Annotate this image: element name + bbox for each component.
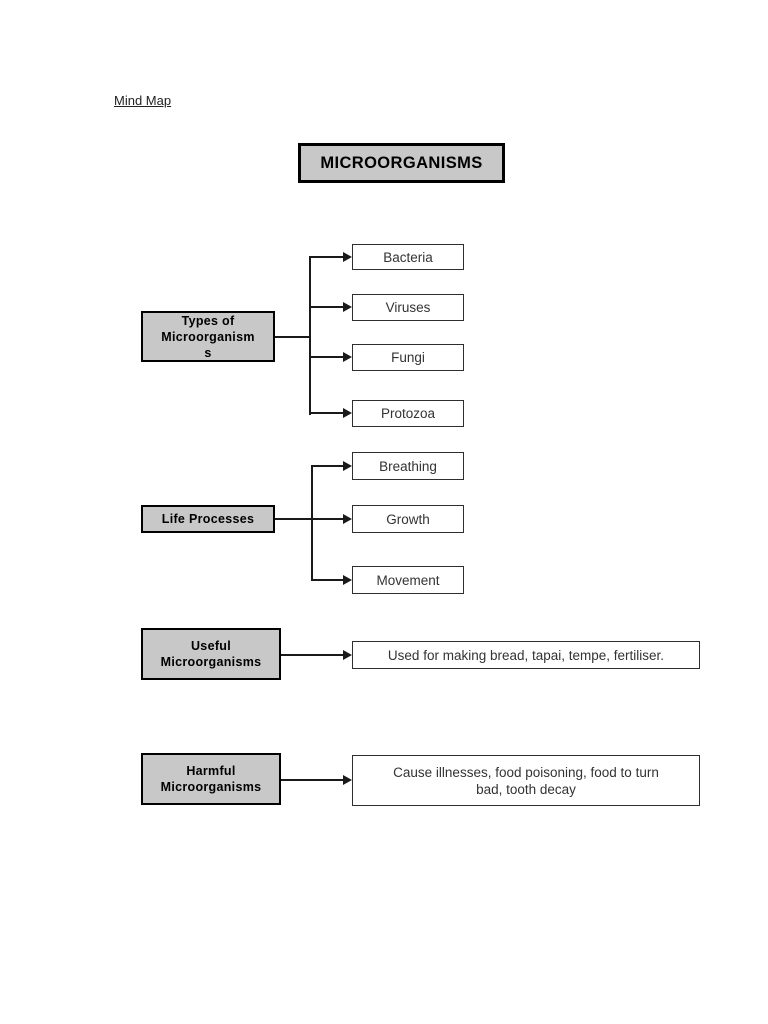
node-harmful-microorganisms: Harmful Microorganisms: [141, 753, 281, 805]
root-node-microorganisms: MICROORGANISMS: [298, 143, 505, 183]
arrowhead-protozoa-icon: [343, 408, 352, 418]
leaf-breathing: Breathing: [352, 452, 464, 480]
connector-types-viruses: [309, 306, 343, 308]
arrowhead-viruses-icon: [343, 302, 352, 312]
arrowhead-movement-icon: [343, 575, 352, 585]
connector-life-feed: [275, 518, 312, 520]
leaf-protozoa: Protozoa: [352, 400, 464, 427]
connector-types-bacteria: [309, 256, 343, 258]
connector-types-spine: [309, 256, 311, 415]
connector-life-spine: [311, 465, 313, 581]
connector-life-growth: [311, 518, 343, 520]
arrowhead-harmful-icon: [343, 775, 352, 785]
leaf-useful-description: Used for making bread, tapai, tempe, fer…: [352, 641, 700, 669]
leaf-movement: Movement: [352, 566, 464, 594]
node-types-of-microorganisms: Types of Microorganism s: [141, 311, 275, 362]
node-useful-microorganisms: Useful Microorganisms: [141, 628, 281, 680]
arrowhead-bacteria-icon: [343, 252, 352, 262]
leaf-growth: Growth: [352, 505, 464, 533]
connector-life-breathing: [311, 465, 343, 467]
leaf-viruses: Viruses: [352, 294, 464, 321]
arrowhead-useful-icon: [343, 650, 352, 660]
leaf-bacteria: Bacteria: [352, 244, 464, 270]
page-heading: Mind Map: [114, 93, 172, 108]
node-life-processes: Life Processes: [141, 505, 275, 533]
connector-types-protozoa: [309, 412, 343, 414]
connector-harmful: [281, 779, 343, 781]
leaf-harmful-description: Cause illnesses, food poisoning, food to…: [352, 755, 700, 806]
arrowhead-growth-icon: [343, 514, 352, 524]
connector-useful: [281, 654, 343, 656]
leaf-fungi: Fungi: [352, 344, 464, 371]
arrowhead-fungi-icon: [343, 352, 352, 362]
arrowhead-breathing-icon: [343, 461, 352, 471]
connector-types-fungi: [309, 356, 343, 358]
connector-life-movement: [311, 579, 343, 581]
connector-types-feed: [275, 336, 310, 338]
